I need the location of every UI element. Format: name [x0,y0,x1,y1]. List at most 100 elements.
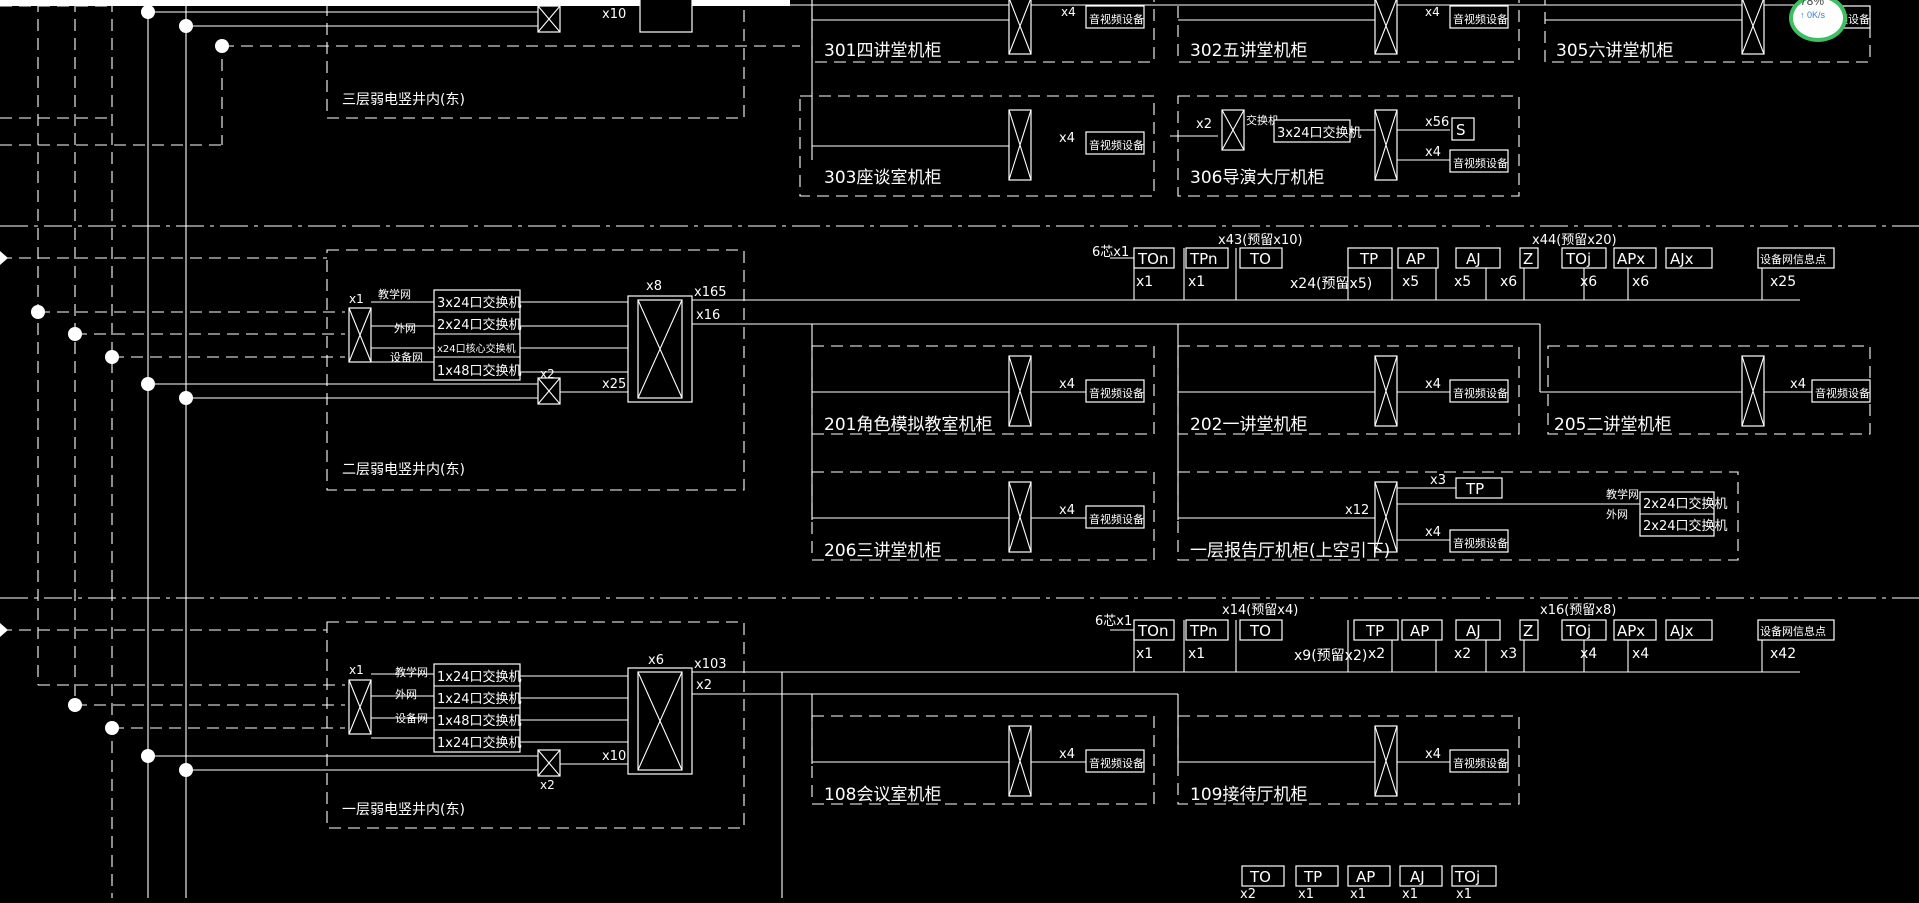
svg-text:x2: x2 [540,778,555,792]
svg-text:设备网: 设备网 [395,711,428,725]
svg-text:1x24口交换机: 1x24口交换机 [437,669,522,685]
svg-text:AP: AP [1410,622,1429,640]
cabinet-303 [799,95,1155,197]
svg-text:x4: x4 [1425,5,1440,19]
svg-text:x1: x1 [1350,887,1366,898]
svg-text:x4: x4 [1425,377,1441,392]
svg-text:AJx: AJx [1670,250,1694,268]
svg-text:x5: x5 [1454,274,1471,290]
svg-text:x3: x3 [1500,646,1517,662]
cabinet-306 [1177,95,1520,197]
svg-text:设备网: 设备网 [390,350,423,364]
svg-text:x6: x6 [648,653,664,668]
svg-text:TO: TO [1249,868,1271,886]
svg-text:音视频设备: 音视频设备 [1453,156,1508,170]
cabinet-301-label: 301四讲堂机柜 [824,41,941,61]
svg-text:x56: x56 [1425,115,1449,130]
svg-text:x4: x4 [1425,145,1441,160]
svg-text:TOn: TOn [1137,250,1168,268]
badge-speed: ↑ 0K/s [1800,10,1826,20]
floor2-panel [326,249,745,491]
svg-text:TP: TP [1303,868,1322,886]
svg-text:2x24口交换机: 2x24口交换机 [1643,496,1728,512]
svg-text:外网: 外网 [1606,508,1628,521]
svg-text:x4: x4 [1059,747,1075,762]
network-speed-badge[interactable]: 78% ↑ 0K/s [1786,0,1850,42]
cabinet-306-label: 306导演大厅机柜 [1190,168,1324,188]
svg-text:x2: x2 [696,678,712,693]
progress-ring-icon [1789,0,1847,42]
svg-text:x24(预留x5): x24(预留x5) [1290,276,1372,292]
svg-text:x4: x4 [1425,525,1441,540]
svg-text:TPn: TPn [1189,622,1217,640]
svg-text:APx: APx [1617,622,1645,640]
svg-text:TP: TP [1465,480,1484,498]
svg-text:x16: x16 [696,308,720,323]
cabinet-108 [811,715,1155,805]
svg-text:x2: x2 [1240,887,1256,898]
svg-text:x4: x4 [1632,646,1649,662]
svg-text:1x24口交换机: 1x24口交换机 [437,735,522,751]
svg-text:x2: x2 [540,367,555,381]
cabinet-201-label: 201角色模拟教室机柜 [824,415,992,435]
svg-text:x5: x5 [1402,274,1419,290]
svg-text:2x24口交换机: 2x24口交换机 [437,317,522,333]
svg-text:6芯x1: 6芯x1 [1095,614,1132,629]
svg-text:x10: x10 [602,749,626,764]
svg-text:TOn: TOn [1137,622,1168,640]
svg-text:音视频设备: 音视频设备 [1089,756,1144,770]
svg-text:x9(预留x2): x9(预留x2) [1294,648,1367,664]
cabinet-202-label: 202一讲堂机柜 [1190,415,1307,435]
floor1-panel-label: 一层弱电竖井内(东) [342,802,465,818]
floor1-section: 一层弱电竖井内(东) x1 教学网 外网 设备网 1x24口交换机 1x24口交… [0,603,1835,829]
svg-text:x4: x4 [1059,131,1075,146]
svg-text:音视频设备: 音视频设备 [1453,12,1508,26]
svg-text:AJ: AJ [1410,868,1425,886]
svg-text:x6: x6 [1500,274,1517,290]
floor2-panel-label: 二层弱电竖井内(东) [342,462,465,478]
svg-text:x1: x1 [1136,274,1153,290]
floor2-section: 二层弱电竖井内(东) x1 教学网 外网 设备网 3x24口交换机 2x24口交… [0,233,1871,561]
svg-text:音视频设备: 音视频设备 [1089,386,1144,400]
svg-text:x1: x1 [349,663,364,677]
svg-text:交换机: 交换机 [1246,113,1279,127]
svg-text:TO: TO [1249,250,1271,268]
svg-text:x10: x10 [602,7,626,22]
svg-text:x14(预留x4): x14(预留x4) [1222,603,1298,618]
svg-text:x1: x1 [1298,887,1314,898]
svg-text:外网: 外网 [395,688,417,701]
svg-text:音视频设备: 音视频设备 [1453,386,1508,400]
svg-text:设备网信息点: 设备网信息点 [1760,252,1826,266]
svg-text:x1: x1 [1456,887,1472,898]
svg-text:AJ: AJ [1466,250,1481,268]
cabinet-201 [811,345,1155,435]
svg-text:1x48口交换机: 1x48口交换机 [437,363,522,379]
svg-text:x3: x3 [1430,473,1446,488]
riser-lines [37,0,783,898]
svg-text:x1: x1 [1136,646,1153,662]
cabinet-303-label: 303座谈室机柜 [824,168,941,188]
svg-text:x1: x1 [1188,274,1205,290]
svg-text:3x24口交换机: 3x24口交换机 [437,295,522,311]
svg-text:x42: x42 [1770,646,1796,662]
svg-text:x4: x4 [1425,747,1441,762]
floor3-panel-label: 三层弱电竖井内(东) [342,92,465,108]
cabinet-hall-label: 一层报告厅机柜(上空引下) [1190,541,1390,561]
svg-text:APx: APx [1617,250,1645,268]
svg-text:x1: x1 [1188,646,1205,662]
svg-text:x6: x6 [1580,274,1597,290]
svg-text:AP: AP [1406,250,1425,268]
floor1-panel [326,621,745,829]
svg-text:x1: x1 [349,292,364,306]
cabinet-108-label: 108会议室机柜 [824,785,941,805]
svg-text:x2: x2 [1454,646,1471,662]
svg-text:音视频设备: 音视频设备 [1453,536,1508,550]
svg-text:x43(预留x10): x43(预留x10) [1218,233,1303,248]
svg-text:教学网: 教学网 [1606,487,1639,501]
svg-text:Z: Z [1523,622,1533,640]
svg-text:音视频设备: 音视频设备 [1089,12,1144,26]
cabinet-202 [1177,345,1520,435]
svg-text:6芯x1: 6芯x1 [1092,245,1129,260]
svg-text:TPn: TPn [1189,250,1217,268]
